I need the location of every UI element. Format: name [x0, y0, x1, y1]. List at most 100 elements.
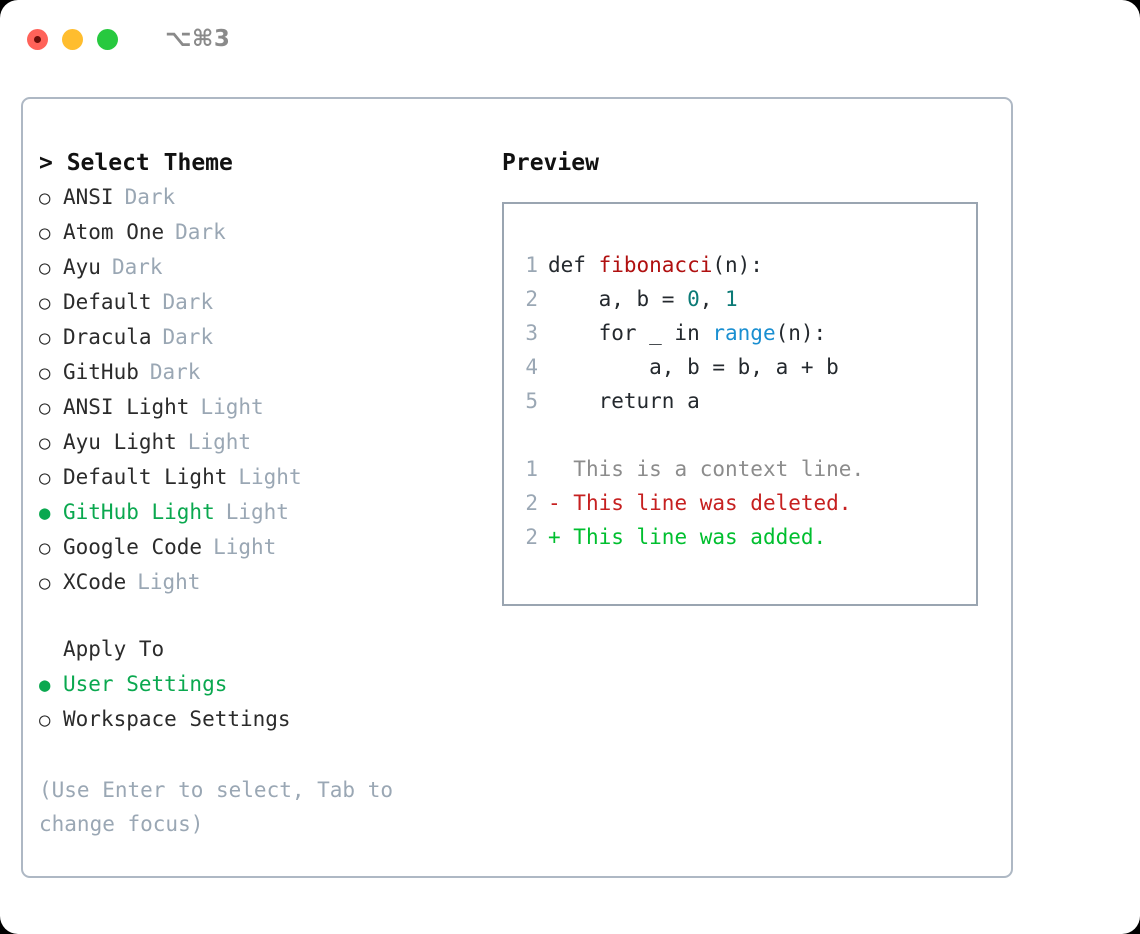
theme-option-label: ANSI Light — [63, 395, 190, 419]
theme-option-ansi[interactable]: ○ ANSI Dark — [39, 180, 484, 215]
radio-unselected-icon: ○ — [39, 187, 51, 209]
apply-to-heading-marker — [39, 633, 63, 667]
page-title: > Select Theme — [39, 150, 233, 176]
diff-line-ctx: 1 This is a context line. — [504, 452, 976, 486]
code-line-text: return a — [548, 384, 700, 418]
diff-line-text: - This line was deleted. — [548, 486, 851, 520]
theme-variant-badge: Dark — [124, 185, 176, 209]
keyboard-shortcut-label: ⌥⌘3 — [165, 26, 231, 52]
radio-unselected-icon: ○ — [39, 222, 51, 244]
radio-unselected-icon: ○ — [39, 292, 51, 314]
diff-sign — [548, 457, 561, 481]
theme-option-label: Default — [63, 290, 152, 314]
line-number: 1 — [525, 253, 538, 277]
code-line-text: for _ in range(n): — [548, 316, 827, 350]
title-bar: ⌥⌘3 — [0, 0, 1140, 78]
theme-option-default-light[interactable]: ○ Default Light Light — [39, 460, 484, 495]
diff-line-add: 2+ This line was added. — [504, 520, 976, 554]
preview-title: Preview — [502, 150, 599, 176]
apply-to-option-user-settings[interactable]: ● User Settings — [39, 667, 484, 702]
traffic-lights — [27, 28, 118, 50]
theme-variant-badge: Dark — [162, 290, 214, 314]
radio-unselected-icon: ○ — [39, 709, 51, 731]
theme-option-xcode[interactable]: ○ XCode Light — [39, 565, 484, 600]
code-token-plain: a, b = — [548, 287, 688, 311]
apply-to-option-label: User Settings — [63, 672, 228, 696]
radio-unselected-icon: ○ — [39, 467, 51, 489]
code-diff-spacer — [504, 418, 976, 452]
code-token-plain: def — [548, 253, 599, 277]
diff-sign: - — [548, 491, 561, 515]
code-line: 5 return a — [504, 384, 976, 418]
code-token-call: range — [712, 321, 776, 345]
radio-unselected-icon: ○ — [39, 432, 51, 454]
theme-variant-badge: Light — [238, 465, 302, 489]
code-token-plain: return a — [548, 389, 700, 413]
maximize-window-icon[interactable] — [97, 28, 118, 50]
line-number: 5 — [525, 389, 538, 413]
code-line-text: def fibonacci(n): — [548, 248, 763, 282]
radio-unselected-icon: ○ — [39, 572, 51, 594]
close-window-icon[interactable] — [27, 28, 48, 50]
apply-to-option-label: Workspace Settings — [63, 707, 291, 731]
line-number: 2 — [525, 491, 538, 515]
theme-option-label: Ayu — [63, 255, 101, 279]
theme-option-google-code[interactable]: ○ Google Code Light — [39, 530, 484, 565]
keyboard-hint: (Use Enter to select, Tab to change focu… — [39, 778, 394, 836]
theme-variant-badge: Dark — [175, 220, 226, 244]
radio-unselected-icon: ○ — [39, 257, 51, 279]
code-token-plain: for _ in — [548, 321, 713, 345]
theme-option-label: Google Code — [63, 535, 203, 559]
theme-option-label: GitHub Light — [63, 500, 215, 524]
code-line: 1 def fibonacci(n): — [504, 248, 976, 282]
code-line: 4 a, b = b, a + b — [504, 350, 976, 384]
code-token-num: 1 — [725, 287, 738, 311]
code-line: 2 a, b = 0, 1 — [504, 282, 976, 316]
theme-variant-badge: Light — [137, 570, 201, 594]
theme-variant-badge: Light — [213, 535, 277, 559]
code-token-num: 0 — [687, 287, 700, 311]
theme-option-default[interactable]: ○ Default Dark — [39, 285, 484, 320]
code-token-plain: , — [699, 287, 726, 311]
minimize-window-icon[interactable] — [62, 28, 83, 50]
line-number: 2 — [525, 525, 538, 549]
apply-to-heading: Apply To — [39, 632, 484, 667]
radio-unselected-icon: ○ — [39, 537, 51, 559]
apply-to-heading-label: Apply To — [63, 637, 165, 661]
theme-option-label: Default Light — [63, 465, 228, 489]
theme-variant-badge: Dark — [111, 255, 163, 279]
code-token-plain: (n): — [712, 253, 763, 277]
theme-option-label: XCode — [63, 570, 127, 594]
theme-option-label: ANSI — [63, 185, 114, 209]
theme-variant-badge: Light — [225, 500, 289, 524]
radio-unselected-icon: ○ — [39, 327, 51, 349]
radio-unselected-icon: ○ — [39, 362, 51, 384]
code-token-plain: (n): — [775, 321, 827, 345]
diff-line-del: 2 - This line was deleted. — [504, 486, 976, 520]
diff-text: This line was added. — [560, 525, 827, 549]
theme-variant-badge: Dark — [162, 325, 214, 349]
diff-text: This is a context line. — [560, 457, 865, 481]
apply-to-option-workspace-settings[interactable]: ○ Workspace Settings — [39, 702, 484, 737]
diff-line-text: This is a context line. — [548, 452, 864, 486]
theme-variant-badge: Light — [200, 395, 264, 419]
code-token-fn: fibonacci — [598, 253, 713, 277]
code-token-plain: a, b = b, a + b — [548, 355, 839, 379]
code-line-text: a, b = 0, 1 — [548, 282, 738, 316]
theme-option-ayu[interactable]: ○ Ayu Dark — [39, 250, 484, 285]
line-number: 4 — [525, 355, 538, 379]
radio-selected-icon: ● — [39, 674, 51, 696]
apply-to-list[interactable]: ● User Settings ○ Workspace Settings — [39, 667, 484, 737]
